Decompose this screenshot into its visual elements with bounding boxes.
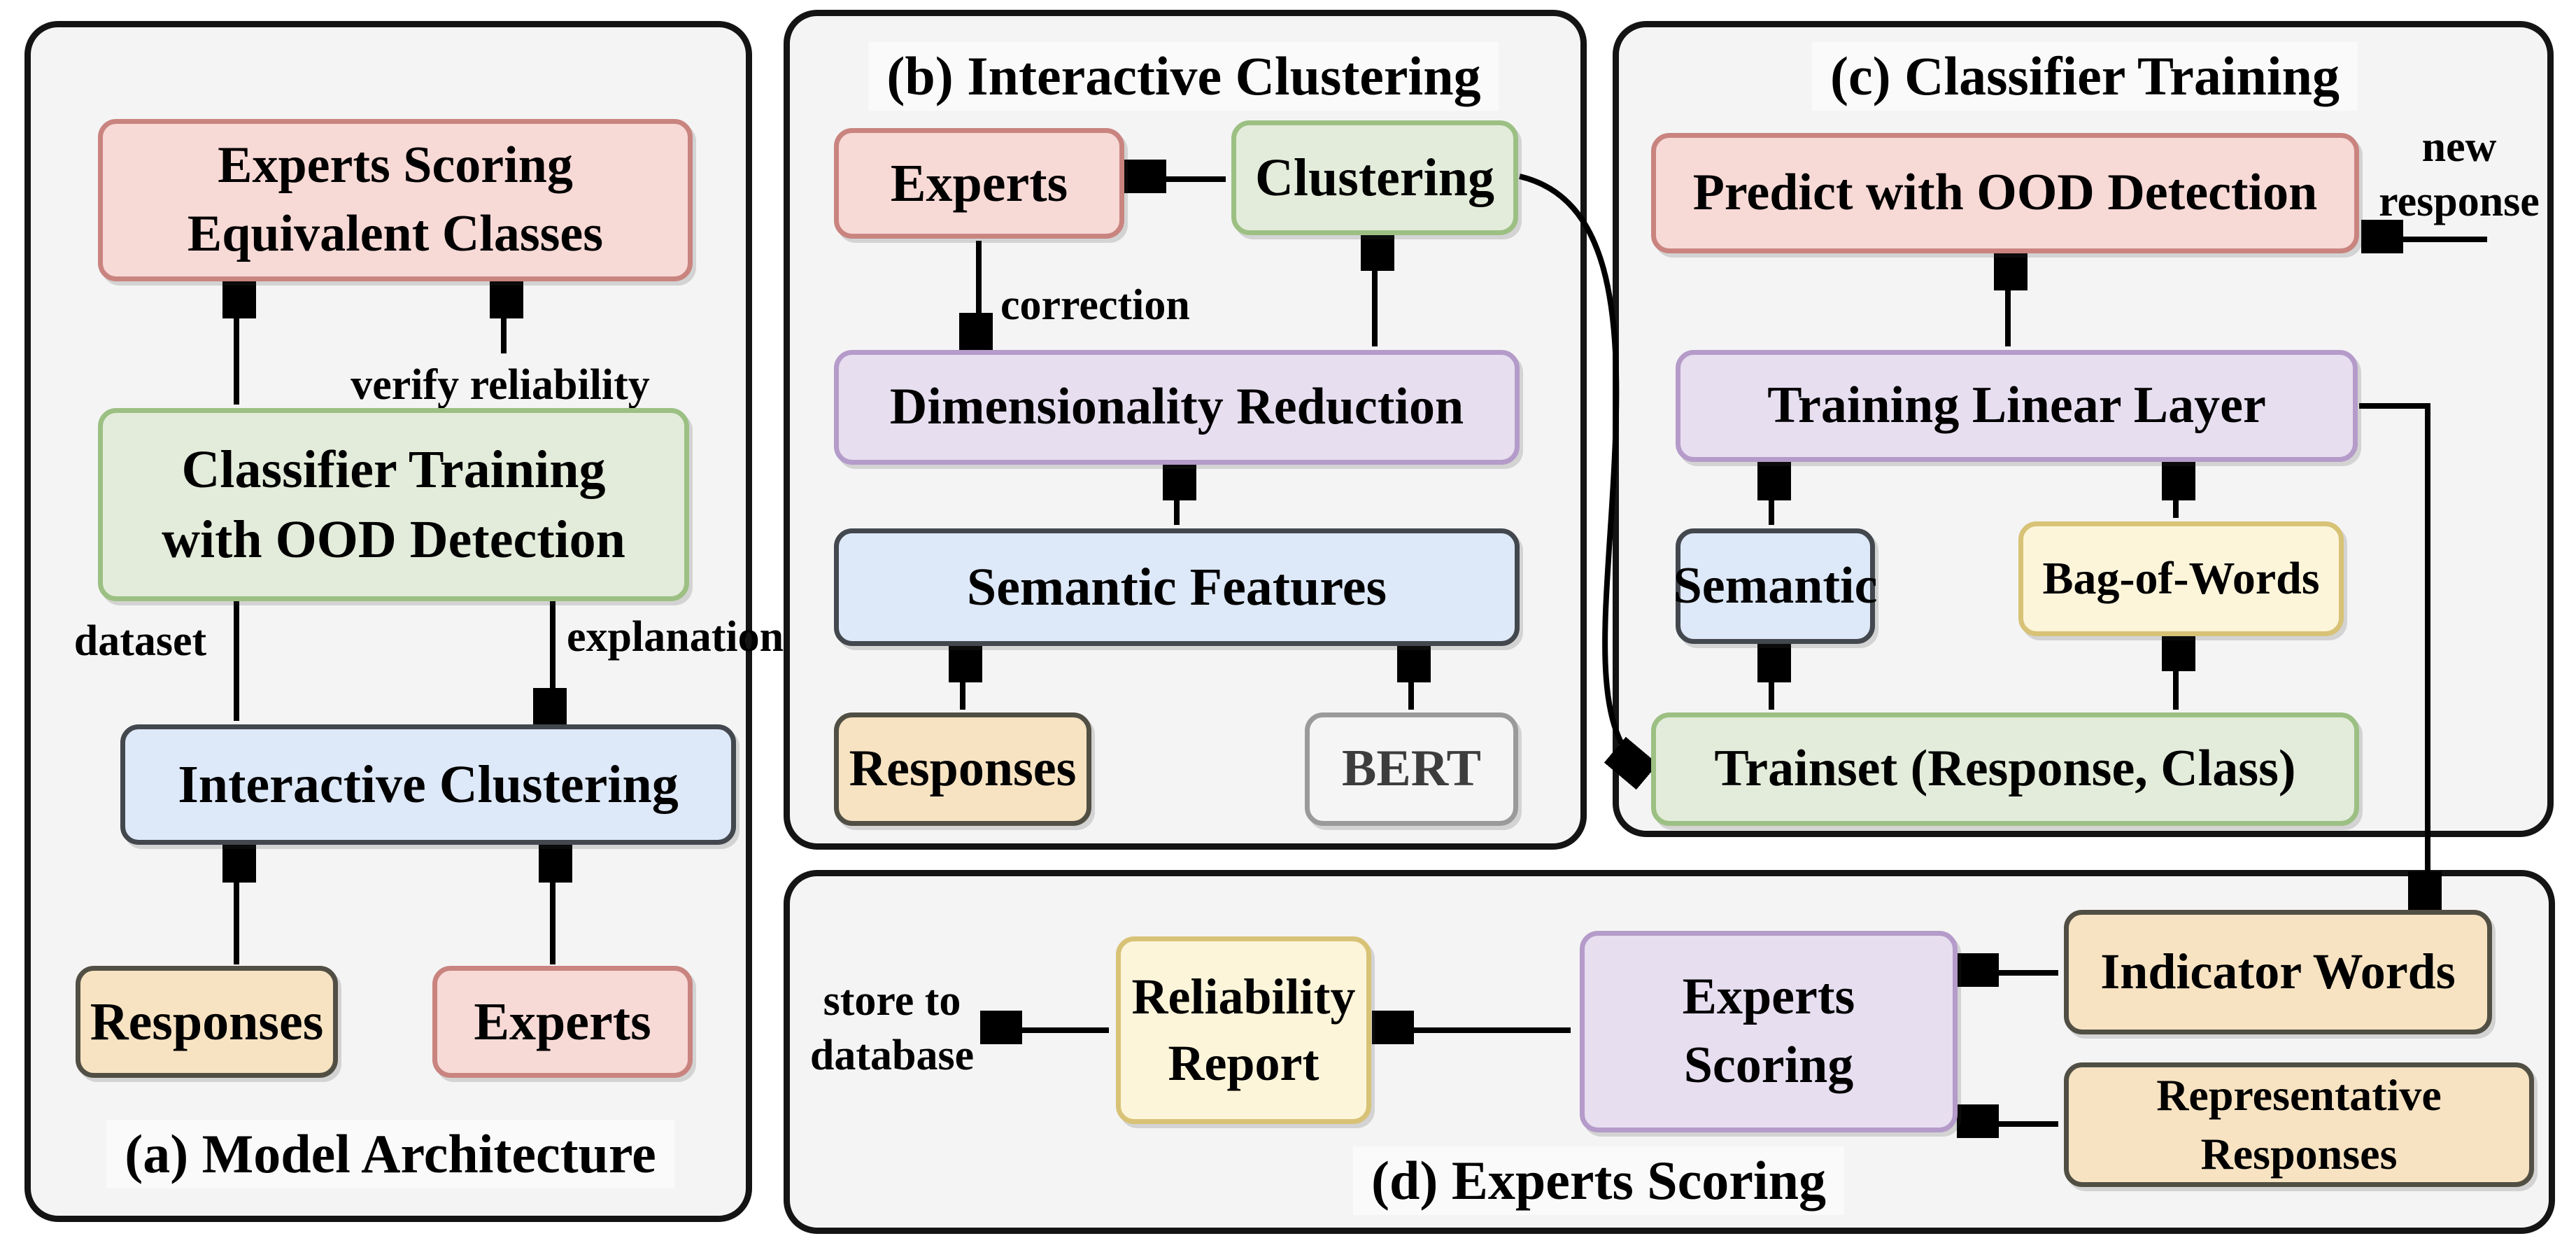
label-verify-reliability: verify reliability bbox=[351, 361, 650, 409]
box-dimensionality-reduction: Dimensionality Reduction bbox=[834, 350, 1520, 465]
box-responses-b: Responses bbox=[834, 712, 1091, 826]
box-experts-scoring-d: Experts Scoring bbox=[1580, 931, 1958, 1132]
box-semantic: Semantic bbox=[1673, 528, 1877, 644]
box-reliability-report: Reliability Report bbox=[1116, 936, 1371, 1124]
box-interactive-clustering-a: Interactive Clustering bbox=[120, 724, 736, 845]
box-representative-responses: Representative Responses bbox=[2064, 1062, 2534, 1187]
box-predict-ood: Predict with OOD Detection bbox=[1651, 133, 2359, 253]
title-interactive-clustering: (b) Interactive Clustering bbox=[868, 42, 1499, 111]
box-experts-b: Experts bbox=[834, 128, 1124, 239]
label-explanation: explanation bbox=[567, 613, 784, 661]
box-training-linear-layer: Training Linear Layer bbox=[1676, 350, 2358, 462]
box-classifier-training-ood: Classifier Training with OOD Detection bbox=[98, 408, 689, 601]
box-experts-a: Experts bbox=[432, 966, 693, 1078]
caption-experts-scoring: (d) Experts Scoring bbox=[1353, 1146, 1844, 1215]
label-new-response: new response bbox=[2379, 123, 2540, 225]
box-bag-of-words: Bag-of-Words bbox=[2018, 521, 2344, 636]
label-correction: correction bbox=[1000, 281, 1190, 329]
box-responses-a: Responses bbox=[76, 966, 338, 1078]
box-experts-scoring-equivalent-classes: Experts Scoring Equivalent Classes bbox=[98, 119, 693, 281]
box-clustering-b: Clustering bbox=[1231, 120, 1518, 235]
box-indicator-words: Indicator Words bbox=[2064, 910, 2492, 1034]
box-semantic-features: Semantic Features bbox=[834, 528, 1520, 646]
box-bert: BERT bbox=[1305, 712, 1518, 826]
box-trainset: Trainset (Response, Class) bbox=[1651, 712, 2359, 826]
title-classifier-training: (c) Classifier Training bbox=[1812, 42, 2358, 111]
label-dataset: dataset bbox=[73, 617, 207, 665]
label-store-to-database: store to database bbox=[809, 977, 975, 1079]
caption-model-architecture: (a) Model Architecture bbox=[106, 1120, 674, 1188]
